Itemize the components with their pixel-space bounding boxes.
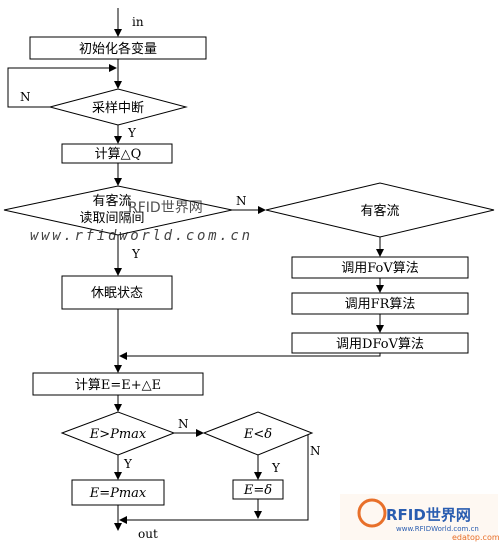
cmp-delta-yes-label: Y xyxy=(271,461,281,475)
cmp-pmax-no-label: N xyxy=(178,417,189,431)
hasflow-diamond xyxy=(265,182,495,238)
edge-dfov-merge xyxy=(119,352,381,360)
corner-logo: RFID世界网 www.RFIDWorld.com.cn edatop.com xyxy=(340,494,500,542)
calc-e-box xyxy=(32,372,204,396)
hasflow-label: 有客流 xyxy=(360,203,399,219)
calc-dq-box xyxy=(61,143,173,164)
logo-url: www.RFIDWorld.com.cn xyxy=(396,525,479,533)
main-decision-label-2: 读取间隔间 xyxy=(79,211,144,226)
init-label: 初始化各变量 xyxy=(79,41,157,57)
logo-ring-icon xyxy=(357,498,387,528)
sample-diamond xyxy=(48,88,188,126)
set-pmax-box xyxy=(71,479,165,506)
watermark-cn: RFID世界网 xyxy=(128,200,203,216)
main-decision-label-1: 有客流 xyxy=(92,193,131,209)
main-decision-diamond xyxy=(3,185,233,236)
set-pmax-label: E=Pmax xyxy=(89,486,147,501)
edge-delta-merge xyxy=(119,433,309,524)
set-delta-label: E=δ xyxy=(243,483,272,498)
init-box xyxy=(29,36,207,60)
cmp-pmax-label: E>Pmax xyxy=(89,427,147,442)
sleep-box xyxy=(61,275,173,310)
sample-no-label: N xyxy=(20,90,31,104)
cmp-delta-no-label: N xyxy=(310,444,321,458)
sample-label: 采样中断 xyxy=(92,101,144,116)
edge-sample-loop xyxy=(7,64,117,108)
cmp-pmax-diamond xyxy=(60,411,176,456)
logo-text: RFID世界网 xyxy=(386,506,471,524)
sample-yes-label: Y xyxy=(127,126,137,140)
fov-label: 调用FoV算法 xyxy=(341,261,419,276)
out-label: out xyxy=(138,527,158,541)
decision-yes-label: Y xyxy=(131,247,141,261)
fr-box xyxy=(291,292,469,315)
set-delta-box xyxy=(232,479,284,500)
calc-dq-label: 计算△Q xyxy=(95,147,142,162)
cmp-delta-label: E<δ xyxy=(243,427,272,442)
calc-e-label: 计算E=E+△E xyxy=(75,378,161,393)
fr-label: 调用FR算法 xyxy=(345,297,416,312)
nodes xyxy=(3,36,495,506)
dfov-box xyxy=(291,332,469,354)
in-label: in xyxy=(132,15,144,29)
fov-box xyxy=(291,256,469,279)
cmp-delta-diamond xyxy=(202,411,314,456)
cmp-pmax-yes-label: Y xyxy=(123,457,133,471)
logo-url2: edatop.com xyxy=(452,533,500,542)
connectors xyxy=(7,8,384,531)
sleep-label: 休眠状态 xyxy=(91,286,143,301)
dfov-label: 调用DFoV算法 xyxy=(336,337,424,352)
decision-no-label: N xyxy=(236,194,247,208)
